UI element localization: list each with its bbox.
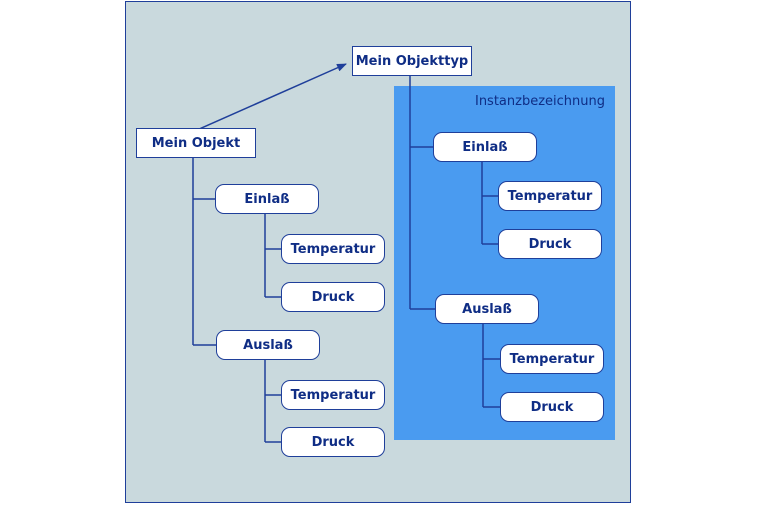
right-inlet-temperature-node: Temperatur bbox=[498, 181, 602, 211]
left-inlet-pressure-node: Druck bbox=[281, 282, 385, 312]
right-outlet-temperature-node: Temperatur bbox=[500, 344, 604, 374]
right-outlet-node: Auslaß bbox=[435, 294, 539, 324]
right-inlet-node: Einlaß bbox=[433, 132, 537, 162]
left-outlet-node: Auslaß bbox=[216, 330, 320, 360]
right-inlet-pressure-node: Druck bbox=[498, 229, 602, 259]
type-node: Mein Objekttyp bbox=[352, 46, 472, 76]
instance-label: Instanzbezeichnung bbox=[474, 94, 605, 109]
left-outlet-pressure-node: Druck bbox=[281, 427, 385, 457]
right-outlet-pressure-node: Druck bbox=[500, 392, 604, 422]
instance-of-arrow bbox=[196, 63, 347, 131]
left-inlet-node: Einlaß bbox=[215, 184, 319, 214]
left-inlet-temperature-node: Temperatur bbox=[281, 234, 385, 264]
object-node: Mein Objekt bbox=[136, 128, 256, 158]
left-outlet-temperature-node: Temperatur bbox=[281, 380, 385, 410]
